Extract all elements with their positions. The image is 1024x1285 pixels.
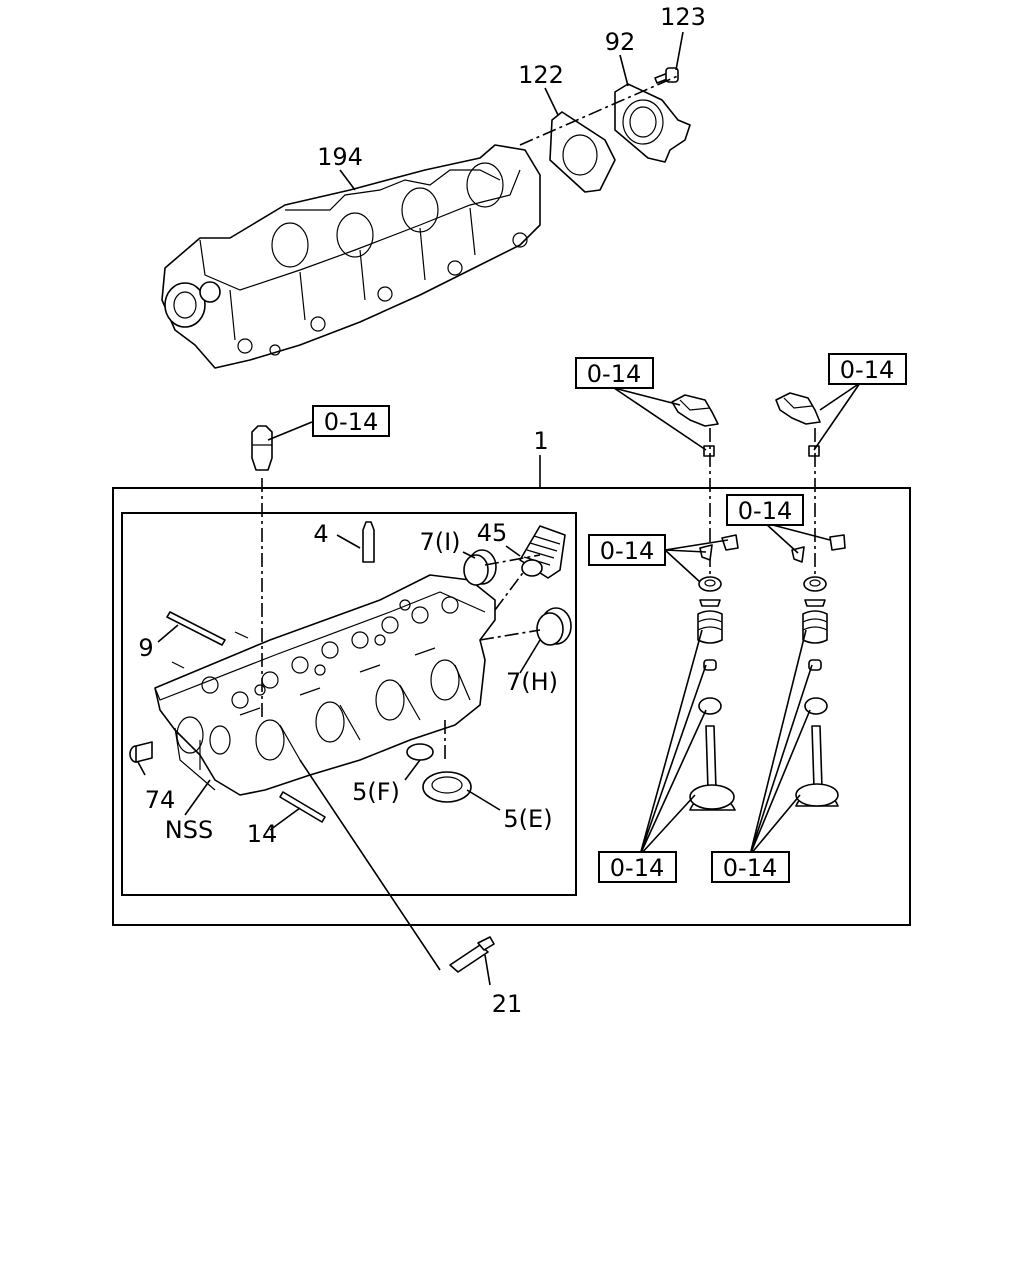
ref-label: 0-14: [600, 537, 654, 565]
part-45-drawing: [519, 525, 566, 579]
ref-box-rocker-left: 0-14: [575, 357, 654, 389]
ref-label: 0-14: [738, 497, 792, 525]
plug-74-drawing: [129, 741, 153, 763]
ref-label: 0-14: [324, 408, 378, 436]
label-7i: 7(I): [419, 528, 460, 556]
label-5e: 5(E): [503, 805, 552, 833]
ref-box-keeper-left: 0-14: [588, 534, 666, 566]
leader-lines: [137, 31, 861, 986]
label-122: 122: [518, 61, 564, 89]
seal-5f-drawing: [406, 743, 434, 761]
ref-box-rocker-right: 0-14: [828, 353, 907, 385]
ref-box-valve-left: 0-14: [598, 851, 677, 883]
valve-train-left-drawing: [671, 394, 739, 811]
label-194: 194: [317, 143, 363, 171]
label-21: 21: [492, 990, 523, 1018]
seal-5e-drawing: [422, 771, 472, 803]
cylinder-head-frame: [121, 512, 577, 896]
label-nss: NSS: [165, 816, 213, 844]
ref-label: 0-14: [723, 854, 777, 882]
thermostat-axis-line: [494, 569, 526, 611]
plug-h-axis-line: [479, 629, 541, 641]
ref-label: 0-14: [587, 360, 641, 388]
label-4: 4: [313, 520, 328, 548]
plug-axis-line: [484, 554, 541, 566]
studs-9-drawing: [166, 611, 249, 669]
manifold-axis-line: [519, 74, 681, 146]
ref-label: 0-14: [840, 356, 894, 384]
label-92: 92: [605, 28, 636, 56]
intake-manifold-drawing: [161, 144, 541, 369]
plug-7i-drawing: [463, 549, 497, 586]
label-9: 9: [138, 634, 153, 662]
outer-assembly-frame: [112, 487, 911, 926]
flange-92-drawing: [614, 83, 691, 163]
label-5f: 5(F): [352, 778, 400, 806]
label-7h: 7(H): [506, 668, 558, 696]
dowel-4-drawing: [362, 521, 375, 563]
label-14: 14: [247, 820, 278, 848]
tappet-drawing: [251, 425, 273, 471]
ref-box-valve-right: 0-14: [711, 851, 790, 883]
gasket-122-drawing: [549, 111, 616, 193]
label-74: 74: [145, 786, 176, 814]
cylinder-head-drawing: [154, 574, 496, 796]
label-123: 123: [660, 3, 706, 31]
label-1: 1: [533, 427, 548, 455]
plug-7h-drawing: [536, 607, 572, 646]
ref-box-head-tappet: 0-14: [312, 405, 390, 437]
ref-box-keeper-right: 0-14: [726, 494, 804, 526]
ref-label: 0-14: [610, 854, 664, 882]
stud-14-drawing: [279, 791, 326, 823]
spark-plug-21-drawing: [449, 936, 495, 973]
label-45: 45: [477, 519, 508, 547]
bolt-123-drawing: [654, 67, 679, 84]
